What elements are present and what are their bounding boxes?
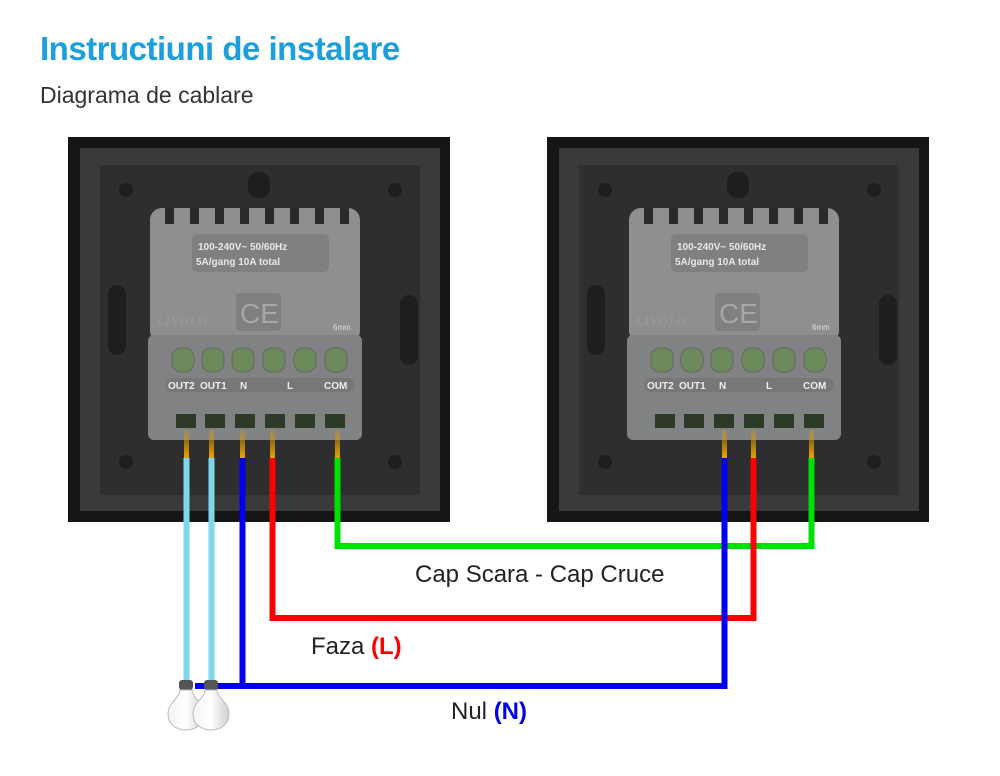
- terminal-com: COM: [324, 381, 347, 392]
- switch-left: 100-240V~ 50/60Hz 5A/gang 10A total CE L…: [68, 137, 450, 522]
- terminal-l: L: [766, 381, 772, 392]
- terminal-out2: OUT2: [647, 381, 674, 392]
- spec-voltage: 100-240V~ 50/60Hz: [198, 242, 287, 253]
- light-bulb-icon: [192, 680, 230, 731]
- wire-phase: [269, 458, 757, 621]
- switch-right: 100-240V~ 50/60Hz 5A/gang 10A total CE L…: [547, 137, 929, 522]
- spec-current: 5A/gang 10A total: [675, 257, 759, 268]
- neutral-label: Nul (N): [451, 698, 527, 725]
- phase-label: Faza (L): [311, 633, 402, 660]
- strip-length: 6mm: [333, 323, 351, 332]
- page-title: Instructiuni de instalare: [40, 30, 400, 67]
- ce-mark: CE: [240, 298, 279, 329]
- traveler-label: Cap Scara - Cap Cruce: [415, 561, 664, 588]
- terminal-out1: OUT1: [679, 381, 706, 392]
- strip-length: 6mm: [812, 323, 830, 332]
- terminal-out1: OUT1: [200, 381, 227, 392]
- wire-ends: [184, 430, 814, 459]
- ce-mark: CE: [719, 298, 758, 329]
- wire-traveler: [334, 458, 815, 549]
- phase-tag: (L): [371, 633, 402, 660]
- terminal-n: N: [719, 381, 726, 392]
- terminal-out2: OUT2: [168, 381, 195, 392]
- terminal-com: COM: [803, 381, 826, 392]
- wire-neutral: [195, 458, 728, 689]
- neutral-tag: (N): [494, 698, 527, 725]
- terminal-n: N: [240, 381, 247, 392]
- page-subtitle: Diagrama de cablare: [40, 82, 254, 108]
- brand-logo: LIVOLO: [156, 314, 208, 328]
- brand-logo: LIVOLO: [635, 314, 687, 328]
- terminal-l: L: [287, 381, 293, 392]
- spec-voltage: 100-240V~ 50/60Hz: [677, 242, 766, 253]
- spec-current: 5A/gang 10A total: [196, 257, 280, 268]
